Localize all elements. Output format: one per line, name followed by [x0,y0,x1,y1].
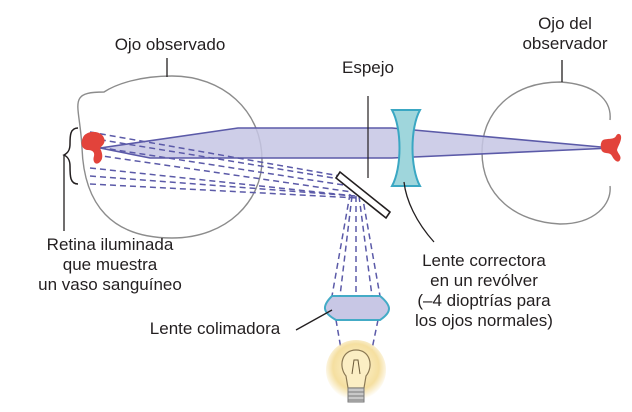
retina-label-line: un vaso sanguíneo [38,275,182,294]
leader-lines [63,58,563,331]
corrective-lens [390,109,422,187]
light-bulb-icon [326,340,386,403]
corrective-lens-label-line: Lente correctora [422,251,546,270]
collimating-lens-label: Lente colimadora [149,319,281,338]
vessel-image-icon [600,133,622,162]
observer-eye-label-line: observador [522,34,608,53]
corrective-lens-label-line: en un revólver [430,271,538,290]
mirror [334,96,392,220]
retina-label-line: que muestra [62,255,158,274]
retina-label: Retina iluminada que muestra un vaso san… [10,235,210,295]
light-beam [99,127,613,159]
retina-label-line: Retina iluminada [46,235,174,254]
observed-eye-label: Ojo observado [114,35,226,54]
mirror-label: Espejo [342,58,394,77]
observer-eye-label: Ojo del observador [490,14,632,54]
collimating-lens [324,295,390,321]
corrective-lens-label-line: (–4 dioptrías para [417,291,551,310]
corrective-lens-label-line: los ojos normales) [415,311,553,330]
observer-eye-label-line: Ojo del [538,14,592,33]
corrective-lens-label: Lente correctora en un revólver (–4 diop… [384,251,584,331]
illumination-rays [89,131,381,379]
blood-vessel-icon [81,131,105,164]
retina-brace [62,127,79,185]
